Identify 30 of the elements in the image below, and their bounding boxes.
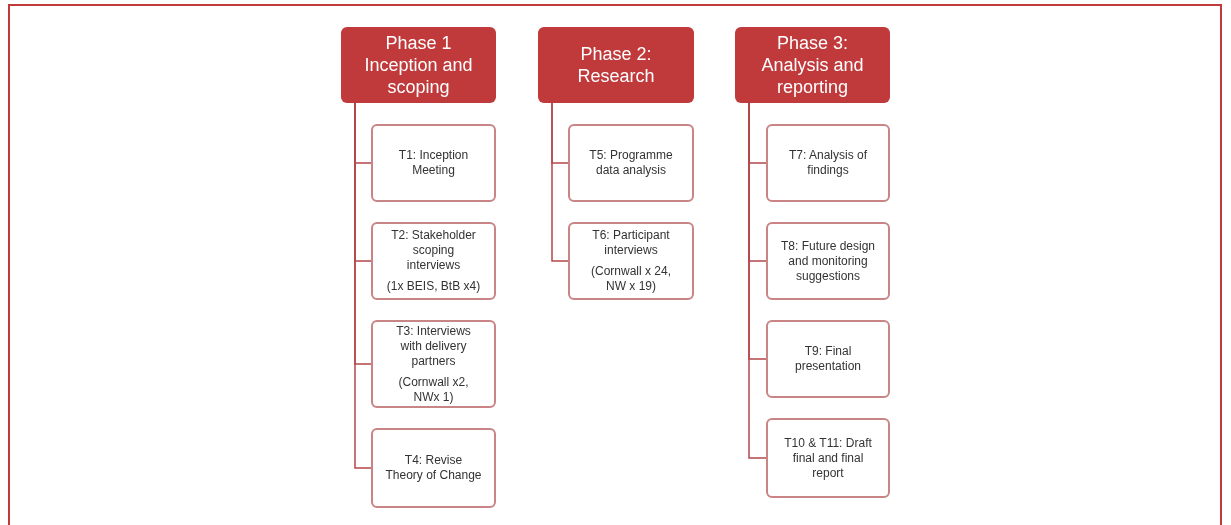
task-box (371, 124, 496, 202)
task-label: T5: Programme data analysis (588, 148, 674, 178)
task-box (766, 418, 890, 498)
task-label: T4: Revise Theory of Change (385, 453, 482, 483)
task-box (371, 222, 496, 300)
task-box (568, 222, 694, 300)
task-box (371, 320, 496, 408)
task-box (371, 428, 496, 508)
phase-title: Phase 1 Inception and scoping (363, 32, 474, 98)
task-box (766, 222, 890, 300)
task-label: T1: Inception Meeting (397, 148, 470, 178)
phase-title: Phase 2: Research (576, 43, 656, 87)
task-note: (Cornwall x2, NWx 1) (397, 374, 470, 405)
task-label: T7: Analysis of findings (787, 148, 868, 178)
phase-header (538, 27, 694, 103)
task-box (766, 124, 890, 202)
task-note: (Cornwall x 24, NW x 19) (590, 264, 672, 294)
task-label: T10 & T11: Draft final and final report (783, 435, 873, 481)
task-label: T9: Final presentation (793, 344, 862, 374)
task-label: T3: Interviews with delivery partners (395, 323, 472, 369)
phase-header (341, 27, 496, 103)
task-label: T8: Future design and monitoring suggestions (780, 238, 876, 284)
connector-line (551, 102, 569, 262)
task-box (766, 320, 890, 398)
task-label: T2: Stakeholder scoping interviews (390, 228, 477, 273)
phase-title: Phase 3: Analysis and reporting (760, 32, 865, 98)
task-label: T6: Participant interviews (591, 228, 671, 258)
task-note: (1x BEIS, BtB x4) (386, 279, 481, 294)
task-box (568, 124, 694, 202)
phase-header (735, 27, 890, 103)
